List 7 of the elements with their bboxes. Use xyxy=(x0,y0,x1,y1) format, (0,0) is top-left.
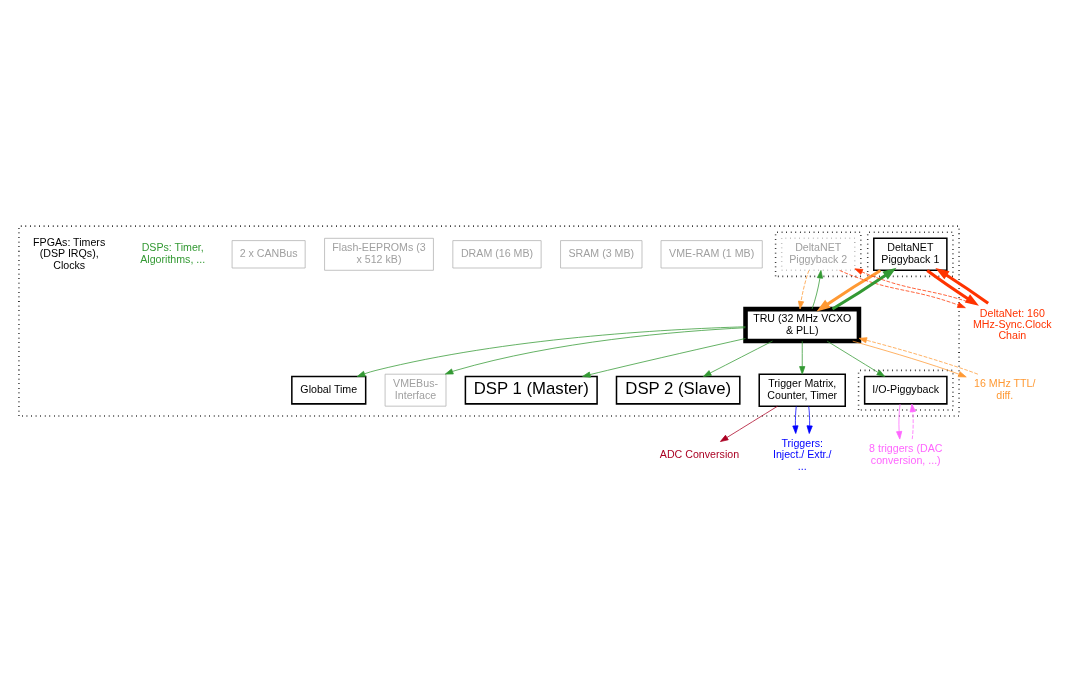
node-text: 8 triggers (DAC conversion, ...) xyxy=(869,441,943,466)
label: FPGAs: Timers (DSP IRQs), Clocks xyxy=(33,235,106,271)
node-text: Triggers: Inject./ Extr./ ... xyxy=(772,436,832,471)
node-text: 16 MHz TTL/ diff. xyxy=(974,376,1036,401)
node-text: ADC Conversion xyxy=(659,447,740,460)
node-text: DeltaNet: 160 MHz-Sync.Clock Chain xyxy=(973,305,1052,341)
label: DSPs: Timer, Algorithms, ... xyxy=(140,240,206,265)
